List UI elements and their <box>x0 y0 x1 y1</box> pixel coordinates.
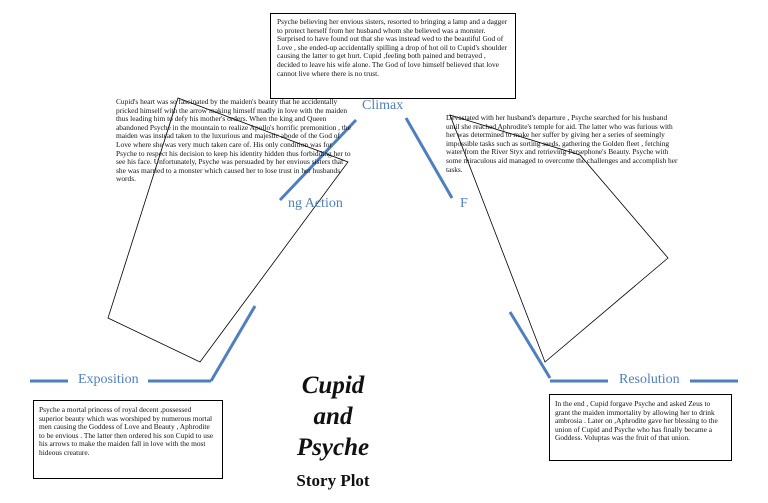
exposition-label: Exposition <box>78 372 139 387</box>
resolution-text: In the end , Cupid forgave Psyche and as… <box>555 399 718 443</box>
rising-action-label: ng Action <box>288 196 343 211</box>
rising-line-lower <box>209 305 257 382</box>
rising-action-text: Cupid's heart was so fascinated by the m… <box>116 97 351 184</box>
title-line-psyche: Psyche <box>296 434 370 461</box>
climax-text: Psyche believing her envious sisters, re… <box>277 17 508 78</box>
falling-action-frame <box>449 114 669 363</box>
story-subtitle: Story Plot <box>296 471 370 490</box>
exposition-text-box: Psyche a mortal princess of royal decent… <box>33 400 223 479</box>
falling-line-lower <box>508 311 552 379</box>
rising-action-frame <box>107 97 349 363</box>
climax-label: Climax <box>362 98 404 113</box>
title-line-cupid: Cupid <box>301 372 365 399</box>
rising-line-upper <box>278 118 358 202</box>
climax-text-box: Psyche believing her envious sisters, re… <box>270 13 516 99</box>
falling-action-text: Devastated with her husband's departure … <box>446 113 678 174</box>
falling-action-label: F <box>460 196 468 211</box>
exposition-text: Psyche a mortal princess of royal decent… <box>39 405 214 457</box>
falling-line-upper <box>404 117 454 199</box>
resolution-label: Resolution <box>619 372 680 387</box>
title-line-and: and <box>313 403 353 430</box>
story-title: Cupid and Psyche <box>278 370 388 463</box>
resolution-text-box: In the end , Cupid forgave Psyche and as… <box>549 394 732 461</box>
